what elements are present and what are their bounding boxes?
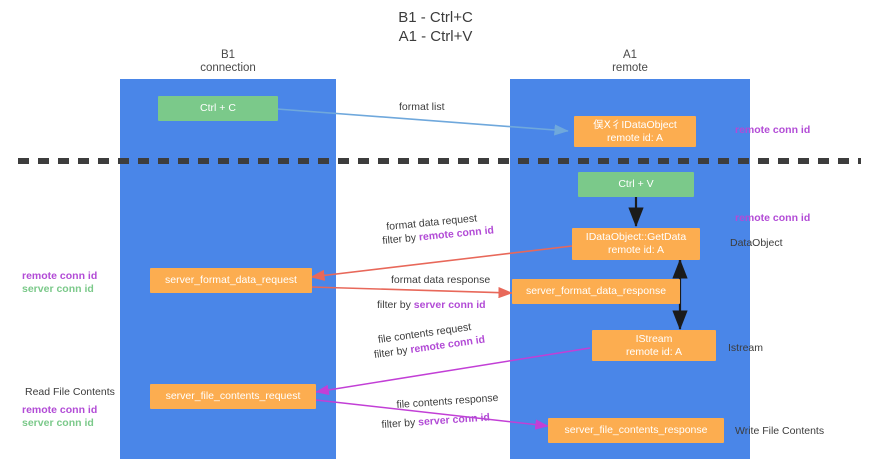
annotation-read-file-contents: Read File Contents [25, 386, 115, 398]
filter-prefix-4: filter by [381, 416, 419, 432]
node-ctrl-v[interactable]: Ctrl + V [578, 172, 694, 197]
node-istream-subtitle: remote id: A [625, 345, 683, 358]
node-server-file-contents-request[interactable]: server_file_contents_request [150, 384, 316, 409]
annotation-left-server-conn-id-1: server conn id [22, 283, 94, 295]
page-title: B1 - Ctrl+C A1 - Ctrl+V [0, 8, 871, 46]
annotation-right-remote-conn-id-2: remote conn id [735, 212, 811, 224]
node-idataobject-title: 俣Ⅹ彳IDataObject [593, 118, 677, 131]
column-header-b1-role: connection [200, 62, 256, 74]
node-server-format-data-request-label: server_format_data_request [165, 274, 297, 286]
annotation-left-remote-conn-id-1: remote conn id [22, 270, 98, 282]
node-idataobject[interactable]: 俣Ⅹ彳IDataObject remote id: A [574, 116, 696, 147]
column-header-a1-role: remote [612, 62, 648, 74]
annotation-left-remote-conn-id-2: remote conn id [22, 404, 98, 416]
node-server-format-data-response-label: server_format_data_response [525, 285, 667, 297]
node-server-file-contents-response[interactable]: server_file_contents_response [548, 418, 724, 443]
column-header-b1-name: B1 [220, 49, 236, 61]
node-istream[interactable]: IStream remote id: A [592, 330, 716, 361]
node-ctrl-v-label: Ctrl + V [618, 178, 654, 190]
column-header-a1: A1 remote [510, 49, 750, 75]
node-istream-title: IStream [635, 332, 673, 345]
annotation-right-remote-conn-id-1: remote conn id [735, 124, 811, 136]
column-header-b1: B1 connection [120, 49, 336, 75]
edge-label-format-data-response: format data response [391, 274, 491, 286]
edge-label-format-data-response-filter: filter by server conn id [377, 299, 486, 312]
filter-prefix-2: filter by [377, 299, 414, 311]
node-getdata-subtitle: remote id: A [607, 244, 665, 256]
node-getdata-title: IDataObject::GetData [585, 231, 687, 243]
node-ctrl-c[interactable]: Ctrl + C [158, 96, 278, 121]
node-getdata[interactable]: IDataObject::GetData remote id: A [572, 228, 700, 260]
server-conn-id-1: server conn id [413, 299, 486, 311]
node-server-file-contents-response-label: server_file_contents_response [564, 424, 708, 436]
server-conn-id-2: server conn id [417, 411, 491, 429]
node-server-file-contents-request-label: server_file_contents_request [165, 390, 301, 402]
filter-prefix-1: filter by [381, 231, 420, 248]
node-server-format-data-response[interactable]: server_format_data_response [512, 279, 680, 304]
annotation-left-server-conn-id-2: server conn id [22, 417, 94, 429]
title-line-2: A1 - Ctrl+V [398, 28, 473, 45]
edge-label-file-contents-response: file contents response [396, 391, 499, 412]
node-ctrl-c-label: Ctrl + C [200, 102, 236, 114]
annotation-dataobject: DataObject [730, 237, 783, 249]
column-header-a1-name: A1 [622, 49, 638, 61]
edge-label-file-contents-response-filter: filter by server conn id [381, 411, 490, 432]
node-server-format-data-request[interactable]: server_format_data_request [150, 268, 312, 293]
annotation-write-file-contents: Write File Contents [735, 425, 825, 437]
node-idataobject-subtitle: remote id: A [606, 131, 664, 144]
annotation-istream: Istream [728, 342, 764, 354]
edge-label-format-list: format list [399, 101, 445, 113]
title-line-1: B1 - Ctrl+C [398, 9, 473, 26]
